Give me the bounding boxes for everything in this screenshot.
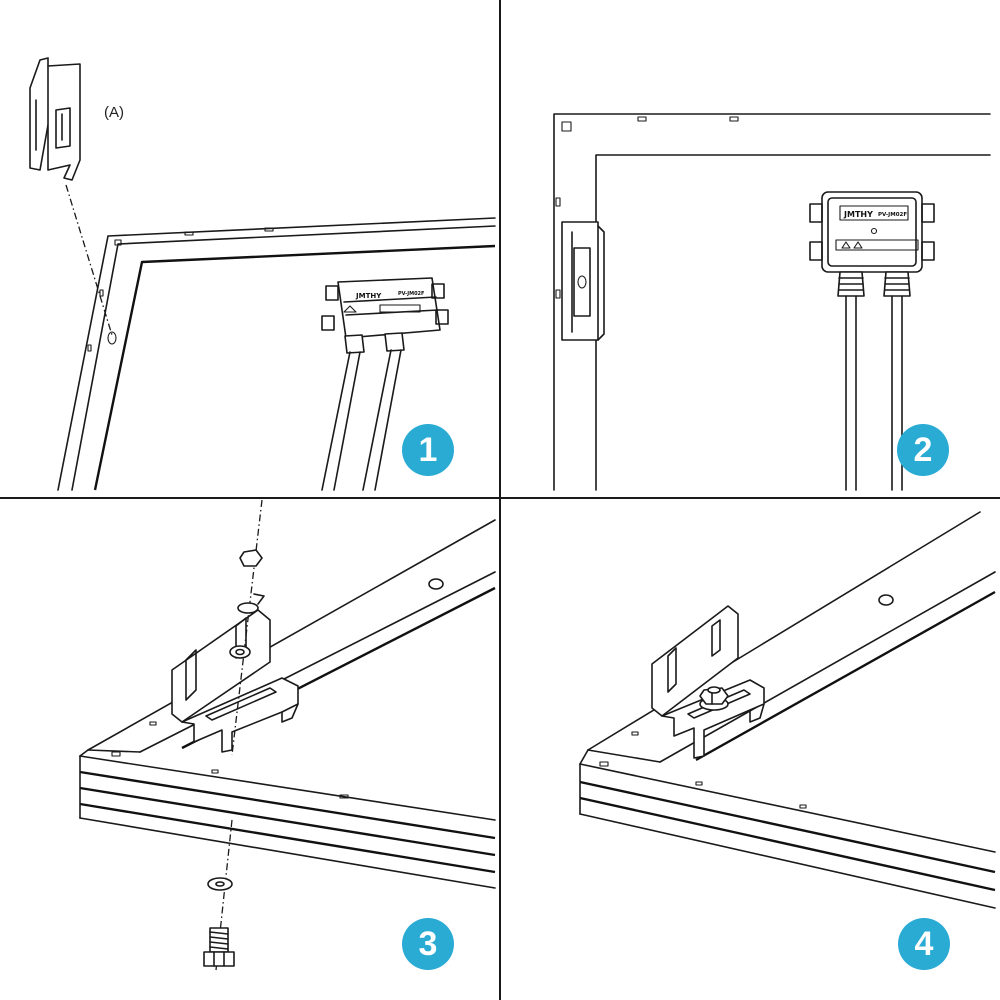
step-4-panel: 4 [500, 500, 1000, 1000]
junction-box-icon: JMTHY PV-JM02F [809, 191, 935, 297]
step-3-panel: 3 [0, 500, 500, 1000]
part-a-label: (A) [104, 104, 124, 121]
bracket-a-icon [29, 57, 81, 181]
svg-text:PV-JM02F: PV-JM02F [398, 291, 424, 297]
step-3-badge: 3 [402, 918, 454, 970]
step-3-illustration [79, 500, 496, 971]
mounted-bracket-icon [561, 221, 605, 341]
svg-text:JMTHY: JMTHY [355, 292, 382, 300]
step-1-badge: 1 [402, 424, 454, 476]
svg-text:PV-JM02F: PV-JM02F [878, 212, 907, 218]
nut-icon [699, 686, 729, 711]
junction-box-icon: JMTHY PV-JM02F [321, 277, 449, 354]
step-4-badge: 4 [898, 918, 950, 970]
step-1-illustration: JMTHY PV-JM02F [29, 57, 496, 491]
step-2-illustration: JMTHY PV-JM02F [553, 113, 991, 491]
step-2-panel: JMTHY PV-JM02F 2 [500, 0, 1000, 500]
step-2-badge: 2 [897, 424, 949, 476]
svg-text:JMTHY: JMTHY [843, 210, 873, 219]
step-4-illustration [579, 511, 996, 909]
horizontal-divider [0, 497, 1000, 499]
vertical-divider [499, 0, 501, 1000]
step-1-panel: JMTHY PV-JM02F (A) 1 [0, 0, 500, 500]
